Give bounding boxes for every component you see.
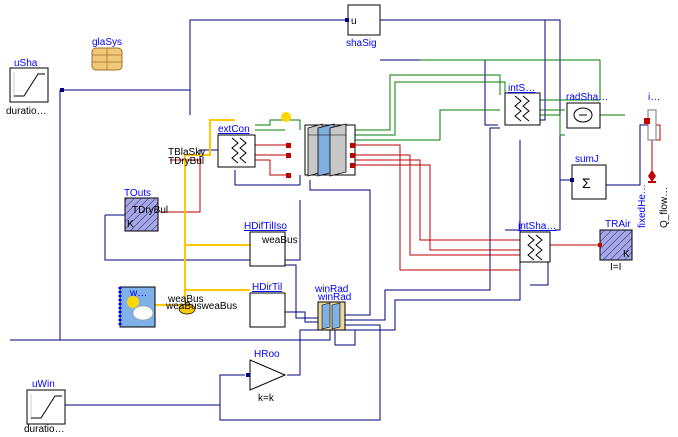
shaSig-name: shaSig: [346, 38, 377, 49]
HRoo-param: k=k: [258, 393, 275, 404]
weather-bus: [155, 119, 250, 310]
radiation-connections: [255, 59, 625, 141]
weaBus-connector[interactable]: weaBus weaBusweaBus: [165, 294, 237, 315]
shaSig-block[interactable]: u shaSig: [346, 4, 381, 49]
TOuts-block[interactable]: K TOuts TDryBul: [124, 188, 168, 232]
TRAir-name: TRAir: [605, 219, 631, 230]
extCon-in-TDryBul: TDryBul: [168, 156, 204, 167]
window-glazing-block[interactable]: [304, 123, 356, 177]
weather-block[interactable]: w…: [118, 286, 156, 328]
TOuts-name: TOuts: [124, 188, 151, 199]
weaBus-label-2: weaBusweaBus: [165, 301, 237, 312]
HRoo-block[interactable]: HRoo k=k: [249, 349, 287, 404]
intSha-name: intSha…: [518, 221, 556, 232]
signal-ports: [60, 18, 602, 377]
sumJ-block[interactable]: Σ sumJ: [571, 154, 607, 200]
uWin-param: duratio…: [24, 424, 65, 435]
TOuts-output: TDryBul: [132, 205, 168, 216]
extCon-block[interactable]: extCon TBlaSky TDryBul: [168, 112, 291, 168]
radSha-block[interactable]: radSha…: [566, 92, 608, 129]
intS-name: intS…: [508, 83, 535, 94]
uWin-block[interactable]: uWin duratio…: [24, 379, 66, 435]
TRAir-k: K: [623, 249, 630, 260]
glaSys-name: glaSys: [92, 37, 122, 48]
extCon-name: extCon: [218, 124, 250, 135]
HDifTilIso-bus: weaBus: [261, 235, 298, 246]
weather-name: w…: [129, 288, 147, 299]
HDifTilIso-name: HDifTilIso: [244, 221, 287, 232]
sumJ-name: sumJ: [575, 154, 599, 165]
intS-block[interactable]: intS…: [504, 83, 541, 126]
signal-connections: [10, 19, 648, 421]
weaBus-label-1: weaBus: [167, 294, 204, 305]
HRoo-name: HRoo: [254, 349, 280, 360]
TOuts-k: K: [127, 219, 134, 230]
HDirTil-name: HDirTil: [252, 282, 282, 293]
uSha-name: uSha: [14, 58, 38, 69]
heat-connections: [160, 124, 661, 271]
winRad-name-2: winRad: [317, 292, 351, 303]
uWin-name: uWin: [32, 379, 55, 390]
heaPort-block[interactable]: i…: [644, 92, 660, 141]
radSha-name: radSha…: [566, 92, 608, 103]
qflow-label: Q_flow…: [659, 187, 670, 228]
uSha-block[interactable]: uSha duratio…: [6, 58, 49, 117]
extCon-in-TBlaSky: TBlaSky: [168, 147, 205, 158]
winRad-block[interactable]: winRad winRad: [314, 284, 351, 331]
winRad-name: winRad: [314, 284, 348, 295]
shaSig-port: u: [351, 16, 357, 27]
sumJ-symbol: Σ: [582, 175, 591, 191]
TRAir-block[interactable]: K TRAir I=I: [599, 219, 633, 273]
TRAir-eq: I=I: [610, 262, 621, 273]
fixedHe-name: fixedHe…: [637, 184, 648, 228]
intSha-block[interactable]: intSha…: [518, 221, 556, 263]
uSha-param: duratio…: [6, 106, 47, 117]
fixedHe-block[interactable]: fixedHe… Q_flow…: [637, 170, 670, 228]
glaSys-block[interactable]: glaSys: [91, 37, 123, 71]
window-ports: [286, 143, 355, 178]
HDifTilIso-block[interactable]: HDifTilIso weaBus: [244, 221, 298, 267]
heaPort-name: i…: [648, 92, 660, 103]
HDirTil-block[interactable]: HDirTil: [249, 282, 286, 328]
